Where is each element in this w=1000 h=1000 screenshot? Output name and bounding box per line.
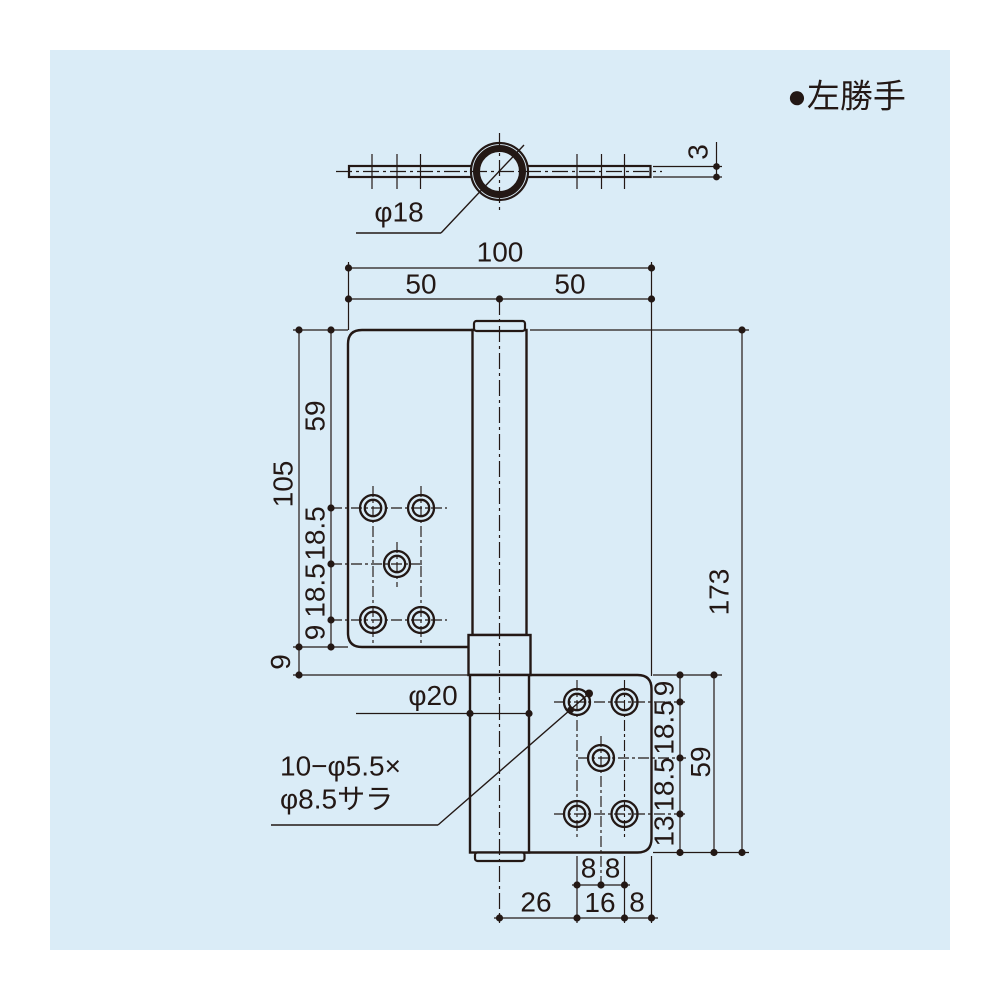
countersunk-hole <box>562 687 592 717</box>
dim-dot <box>327 643 335 651</box>
countersunk-hole <box>610 687 639 717</box>
holes-note-line2: φ8.5サラ <box>280 784 393 815</box>
dim-left-chain-3: 9 <box>300 625 331 641</box>
lower-plate-holes <box>554 680 686 885</box>
countersunk-hole <box>406 605 436 635</box>
countersunk-hole <box>562 799 592 829</box>
dim-dot <box>676 848 684 857</box>
dim-dot <box>710 671 718 679</box>
dim-right-chain-2: 18.5 <box>649 757 680 812</box>
dim-right-plate-height: 59 <box>685 746 716 777</box>
dim-dot <box>620 881 629 889</box>
holes-note-group: 10−φ5.5× φ8.5サラ <box>271 689 593 826</box>
leader-line <box>437 692 590 826</box>
dim-left-chain-0: 59 <box>300 400 331 431</box>
dim-plate-gap: 9 <box>265 654 296 670</box>
dim-width-total: 100 <box>477 237 524 268</box>
dim-dot <box>738 848 746 857</box>
dim-dot <box>713 173 720 181</box>
dim-dot <box>466 709 474 718</box>
dim-hole-pitch-b: 8 <box>605 853 621 884</box>
dim-dot <box>327 326 335 334</box>
dim-hole-span: 16 <box>584 887 615 918</box>
dim-right-chain-1: 18.5 <box>649 700 680 755</box>
dim-dot <box>597 881 605 889</box>
dim-dot <box>620 914 629 922</box>
countersunk-hole <box>586 743 616 773</box>
dim-dot <box>327 616 335 624</box>
dim-dot <box>344 295 353 303</box>
dim-dot <box>713 163 720 170</box>
dim-dot <box>676 698 684 706</box>
top-view: φ18 3 <box>336 133 722 234</box>
upper-plate-holes <box>331 486 447 643</box>
dim-overall-height: 173 <box>704 569 735 616</box>
dim-dot <box>295 643 303 651</box>
dim-dot <box>676 754 684 762</box>
dim-dot <box>295 326 303 334</box>
dim-right-chain-3: 13 <box>649 815 680 846</box>
dim-dot <box>573 914 581 922</box>
dim-right-chain-0: 9 <box>649 681 680 697</box>
dim-left-group: 105 9 59 18.5 18.5 9 <box>265 326 468 679</box>
countersunk-hole <box>358 493 388 523</box>
dim-dot <box>647 914 656 922</box>
dim-hole-to-edge: 8 <box>629 887 645 918</box>
dim-dot <box>573 881 581 889</box>
dim-left-chain-2: 18.5 <box>300 563 331 618</box>
dim-dot <box>676 810 684 818</box>
dim-dot <box>647 295 656 303</box>
dim-left-chain-1: 18.5 <box>300 506 331 561</box>
dim-pin-diameter: φ18 <box>374 197 423 228</box>
dim-dot <box>327 560 335 568</box>
dim-plate-thickness: 3 <box>653 142 722 181</box>
leader-dot <box>567 706 574 714</box>
dim-dot <box>327 504 335 512</box>
dim-dot <box>295 671 303 679</box>
dim-dot <box>710 848 718 857</box>
dim-pipe-diameter-group: φ20 <box>356 680 533 718</box>
dim-bottom-group: 8 8 26 16 8 <box>494 853 658 923</box>
leader-dot <box>585 689 593 698</box>
dim-right-group: 9 18.5 18.5 13 59 173 <box>530 326 749 857</box>
dim-left-plate-height: 105 <box>268 461 299 508</box>
leader-line <box>440 144 525 234</box>
dim-width-right: 50 <box>554 269 585 300</box>
dim-dot <box>525 709 533 718</box>
dim-thickness-text: 3 <box>683 144 714 160</box>
dim-width-group: 100 50 50 <box>344 237 656 676</box>
dim-hole-pitch-a: 8 <box>581 853 597 884</box>
dim-width-left: 50 <box>405 269 436 300</box>
handing-label: ●左勝手 <box>787 78 906 115</box>
lower-right-plate <box>508 673 653 854</box>
dim-dot <box>495 295 504 303</box>
upper-left-plate <box>346 328 502 649</box>
countersunk-hole <box>358 605 388 635</box>
dim-dot <box>676 671 684 679</box>
front-view-body <box>346 299 653 923</box>
dim-dot <box>495 914 504 922</box>
dim-dot <box>647 264 656 272</box>
dim-pipe-diameter: φ20 <box>408 680 457 711</box>
dim-dot <box>344 264 353 272</box>
countersunk-hole <box>406 493 436 523</box>
dim-center-to-hole: 26 <box>520 887 551 918</box>
countersunk-hole <box>610 799 639 829</box>
holes-note-line1: 10−φ5.5× <box>280 751 401 782</box>
countersunk-hole <box>382 549 412 579</box>
dim-dot <box>738 326 746 334</box>
